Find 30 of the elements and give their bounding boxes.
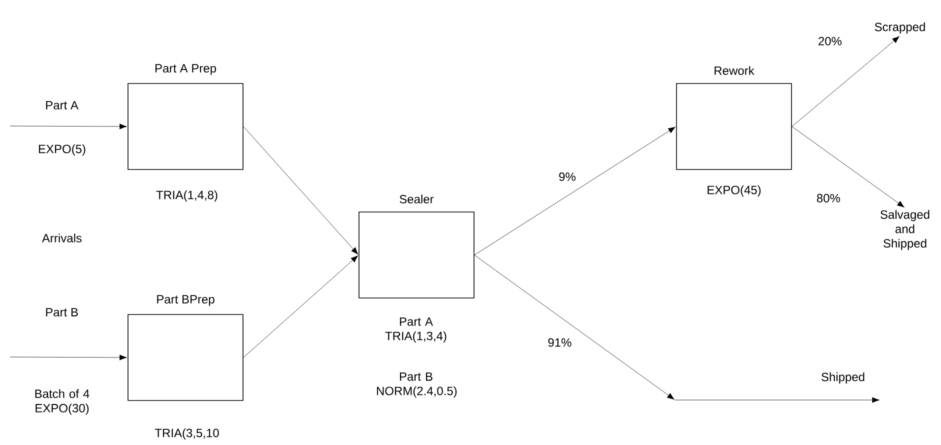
distribution-label: TRIA(1,4,8) [156, 190, 218, 202]
box-title: Part A Prep [155, 64, 216, 75]
arrow [243, 255, 358, 358]
note-label: EXPO(5) [38, 144, 86, 156]
distribution-label: TRIA(3,5,10 [154, 428, 219, 440]
distribution-label: Part B NORM(2.4,0.5) [377, 372, 457, 398]
box-title: Sealer [400, 194, 434, 204]
arrow [474, 126, 676, 256]
note-label: Batch of 4 EXPO(30) [35, 389, 90, 415]
edge-label: Part A [44, 100, 80, 110]
arrow [10, 354, 127, 360]
edge-label: 91% [546, 337, 573, 348]
arrow [474, 254, 675, 400]
edge-label: 20% [816, 36, 843, 46]
edge-label: 80% [815, 192, 842, 204]
outcome-label: Shipped [822, 372, 864, 384]
outcome-label: Salvaged and Shipped [880, 210, 930, 250]
edge-label: 9% [558, 172, 577, 182]
distribution-label: EXPO(45) [708, 185, 761, 197]
arrow [10, 124, 127, 130]
arrow [792, 126, 905, 208]
edge-label: Part B [44, 307, 80, 318]
outcome-label: Scrapped [874, 22, 925, 34]
arrow [243, 126, 358, 255]
note-label: Arrivals [42, 234, 82, 242]
distribution-label: Part A TRIA(1,3,4) [385, 317, 446, 343]
box-title: Part BPrep [157, 295, 214, 306]
box-title: Rework [714, 66, 754, 75]
arrow [674, 397, 880, 403]
arrow [792, 36, 900, 127]
